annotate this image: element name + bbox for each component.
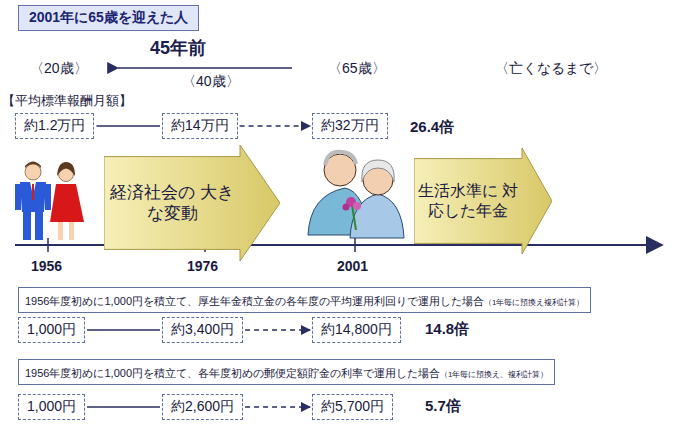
node-text: 1,000円 [27,398,76,414]
node-text: 約14万円 [171,117,229,133]
age-label: 〈亡くなるまで〉 [495,60,607,78]
node-text: 約3,400円 [171,321,234,337]
young-man-figure [15,162,51,241]
connector [245,329,310,330]
node-text: 約2,600円 [171,398,234,414]
age-label: 〈20歳〉 [30,60,88,78]
amount-box: 約14,800円 [312,317,401,343]
connector [87,406,160,407]
node-text: 約14,800円 [321,321,392,337]
year-label: 2001 [337,258,368,274]
ratio-label: 5.7倍 [425,397,461,416]
ratio-label: 26.4倍 [410,118,454,137]
section-label: 【平均標準報酬月額】 [2,92,132,110]
amount-box: 1,000円 [18,394,85,420]
condition-box: 1956年度初めに1,000円を積立て、各年度初めの郵便定額貯金の利率で運用した… [18,359,555,385]
condition-box: 1956年度初めに1,000円を積立て、厚生年金積立金の各年度の平均運用利回りで… [18,287,591,313]
amount-box: 約32万円 [312,113,388,139]
block-arrow-text-area: 生活水準に 対応した年金 [414,148,522,254]
connector [245,406,310,407]
node-text: （1年毎に預換え複利計算） [484,298,584,307]
connector [96,125,160,126]
block-arrow-text-area: 経済社会の 大きな変動 [104,145,240,261]
amount-box: 約5,700円 [312,394,393,420]
node-text: 2001年に65歳を迎えた人 [29,9,188,25]
block-arrow: 生活水準に 対応した年金 [414,148,552,254]
year-label: 1976 [187,258,218,274]
amount-box: 約2,600円 [162,394,243,420]
node-text: 経済社会の 大きな変動 [104,182,240,225]
amount-box: 約1.2万円 [15,113,94,139]
node-text: 約32万円 [321,117,379,133]
node-text: 1956年度初めに1,000円を積立て、厚生年金積立金の各年度の平均運用利回りで… [25,295,484,307]
node-text: 1,000円 [27,321,76,337]
timeline-tick [47,238,49,252]
block-arrow-outline [104,145,280,261]
node-text: 生活水準に 対応した年金 [414,181,522,221]
age-label: 〈65歳〉 [328,60,386,78]
elderly-couple-figure [308,152,404,238]
amount-box: 約14万円 [162,113,238,139]
young-woman-figure [50,162,84,240]
ratio-label: 14.8倍 [425,320,469,339]
block-arrow: 経済社会の 大きな変動 [104,145,280,261]
connector [240,125,310,126]
age-label: 〈40歳〉 [182,73,240,91]
node-text: 約5,700円 [321,398,384,414]
period-arrow [118,67,292,69]
title-box: 2001年に65歳を迎えた人 [18,5,199,31]
amount-box: 約3,400円 [162,317,243,343]
amount-box: 1,000円 [18,317,85,343]
block-arrow-outline [414,148,552,254]
connector [87,329,160,330]
node-text: 1956年度初めに1,000円を積立て、各年度初めの郵便定額貯金の利率で運用した… [25,367,440,379]
period-label: 45年前 [150,36,206,60]
node-text: 約1.2万円 [24,117,85,133]
node-text: （1年毎に預換え、複利計算） [440,370,548,379]
year-label: 1956 [31,258,62,274]
